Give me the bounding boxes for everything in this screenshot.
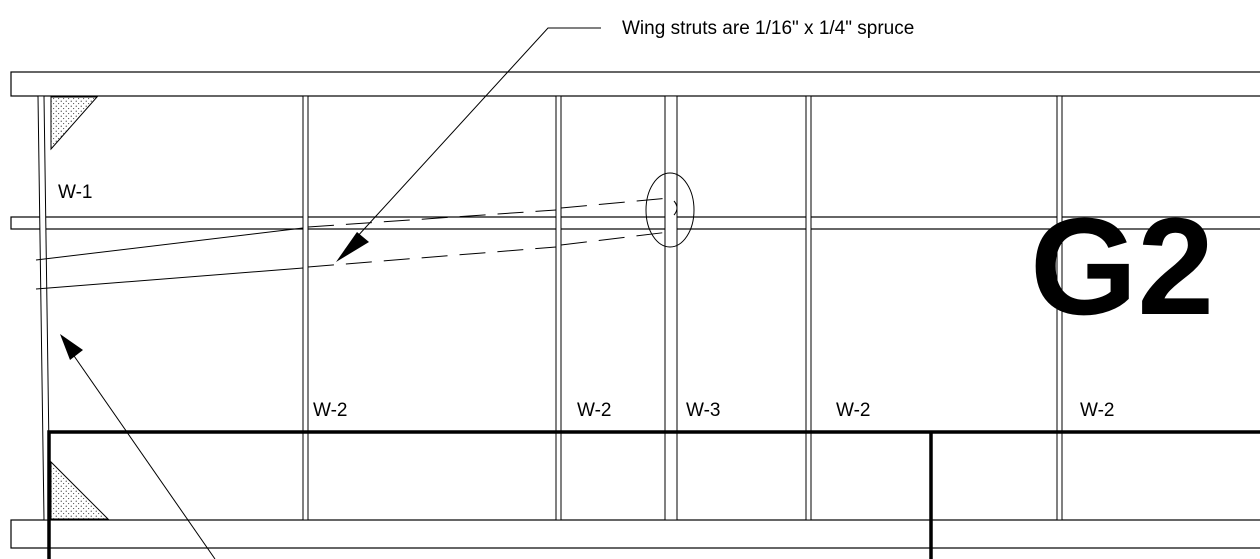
wing-strut-lines [35,197,670,290]
callout-arrowhead [336,232,369,262]
rib-label-w2-d: W-2 [1080,400,1114,421]
leading-edge-spar [10,71,1260,97]
aileron-outline [47,430,1260,559]
strut-callout-leader [336,27,601,262]
rib-label-w2-b: W-2 [577,400,611,421]
trailing-edge-spar [10,519,1260,549]
wing-ribs [302,95,1063,521]
rib-label-w2-c: W-2 [836,400,870,421]
registration-mark: G2 [1030,190,1214,344]
strut-material-note: Wing struts are 1/16" x 1/4" spruce [622,18,914,39]
root-strut-leader [60,334,216,559]
rib-w3 [664,95,678,521]
rib-label-w2-a: W-2 [313,400,347,421]
rib-w2-d [1056,95,1063,521]
rib-w2-b [555,95,562,521]
upper-gusset [50,96,99,151]
rib-label-w3: W-3 [686,400,720,421]
strut-attachment-ellipse [645,172,695,248]
lower-gusset [50,460,110,520]
root-arrowhead [60,334,83,360]
rib-w2-a [302,95,309,521]
rib-label-w1: W-1 [58,182,92,203]
rib-w2-c [805,95,812,521]
strut-attachment-hook [673,200,678,216]
